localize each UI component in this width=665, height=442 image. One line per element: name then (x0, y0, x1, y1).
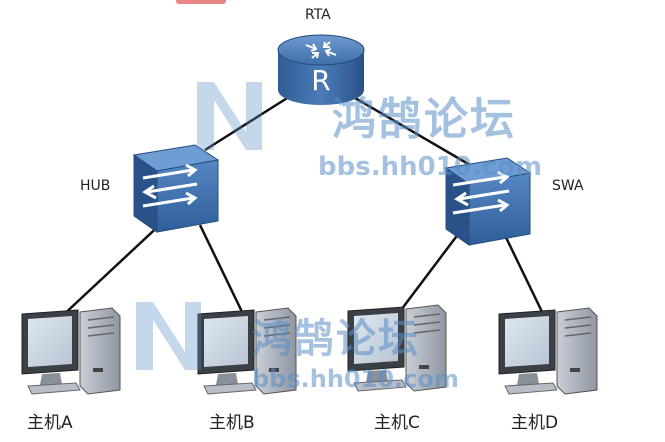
watermark-url-bottom: bbs.hh010.com (252, 365, 459, 393)
link-hub-host-b (198, 224, 247, 319)
switch-icon (444, 157, 532, 246)
svg-text:R: R (311, 64, 330, 97)
watermark-url-top: bbs.hh010.com (318, 152, 543, 182)
host-computer-c-icon (347, 304, 447, 392)
link-hub-host-a (59, 219, 166, 319)
link-rta-swa (349, 93, 471, 167)
red-mark-fragment (176, 0, 226, 4)
link-swa-host-c (394, 224, 466, 319)
host-c-label: 主机C (374, 413, 420, 433)
host-computer-b-icon (197, 307, 297, 395)
host-a-label: 主机A (27, 413, 73, 433)
host-computer-d-icon (498, 307, 598, 395)
link-rta-hub (204, 93, 293, 152)
host-d-label: 主机D (511, 413, 559, 433)
hub-icon (132, 144, 220, 233)
link-swa-host-d (498, 224, 547, 319)
watermark-cjk-top: 鸿鹄论坛 (332, 94, 516, 145)
router-label: RTA (305, 7, 331, 23)
switch-label: SWA (552, 178, 584, 194)
host-b-label: 主机B (209, 413, 255, 433)
links-group (59, 93, 547, 319)
watermark-cjk-bottom: 鸿鹄论坛 (252, 316, 420, 362)
router-icon: R (277, 34, 365, 105)
host-computer-a-icon (21, 307, 121, 395)
hub-label: HUB (80, 178, 111, 194)
